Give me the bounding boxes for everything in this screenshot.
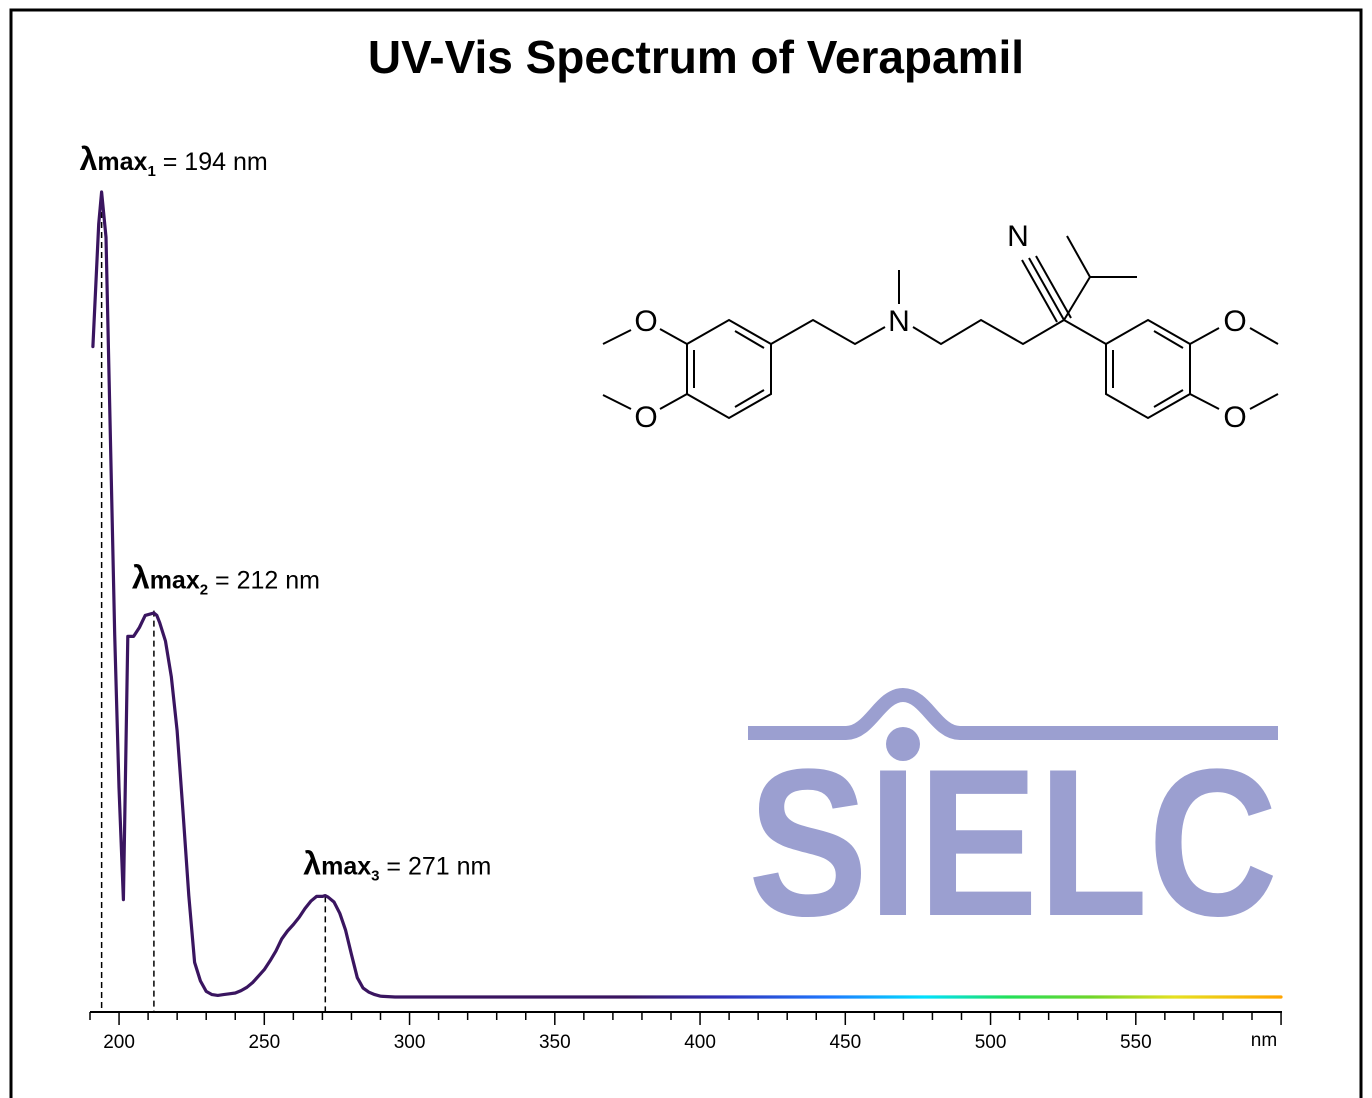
atom-n-amine: N	[888, 305, 910, 338]
chart-title: UV-Vis Spectrum of Verapamil	[368, 31, 1024, 83]
x-tick-label: 350	[539, 1032, 571, 1053]
atom-n-nitrile: N	[1007, 220, 1029, 253]
x-tick-label: 200	[103, 1032, 135, 1053]
x-tick-label: 550	[1120, 1032, 1152, 1053]
peak-label-3: λmax3 = 271 nm	[303, 845, 491, 884]
atom-o-3: O	[1223, 305, 1246, 338]
x-tick-label: 450	[829, 1032, 861, 1053]
peak-markers	[100, 192, 327, 1012]
series-layer	[91, 190, 1283, 999]
peak-label-1: λmax1 = 194 nm	[80, 141, 268, 180]
x-tick-label: 400	[684, 1032, 716, 1053]
atom-o-2: O	[634, 401, 657, 434]
x-tick-label: 300	[394, 1032, 426, 1053]
atom-o-1: O	[634, 305, 657, 338]
x-axis: 200 250 300 350 400 450 500 550 nm	[89, 1011, 1282, 1053]
peak-annotations: λmax1 = 194 nm λmax2 = 212 nm λmax3 = 271 …	[80, 141, 492, 884]
verapamil-structure	[602, 235, 1279, 420]
sielc-logo: SIELC	[748, 687, 1278, 960]
x-tick-label: 500	[975, 1032, 1007, 1053]
molecule-atom-labels: O O N N O O	[634, 220, 1246, 434]
x-axis-unit-label: nm	[1251, 1030, 1277, 1051]
peak-label-2: λmax2 = 212 nm	[132, 560, 320, 599]
x-tick-label: 250	[248, 1032, 280, 1053]
figure-border	[9, 8, 1363, 1098]
atom-o-4: O	[1223, 401, 1246, 434]
spectrum-line	[91, 190, 1283, 999]
sielc-logo-text: SIELC	[748, 725, 1278, 960]
